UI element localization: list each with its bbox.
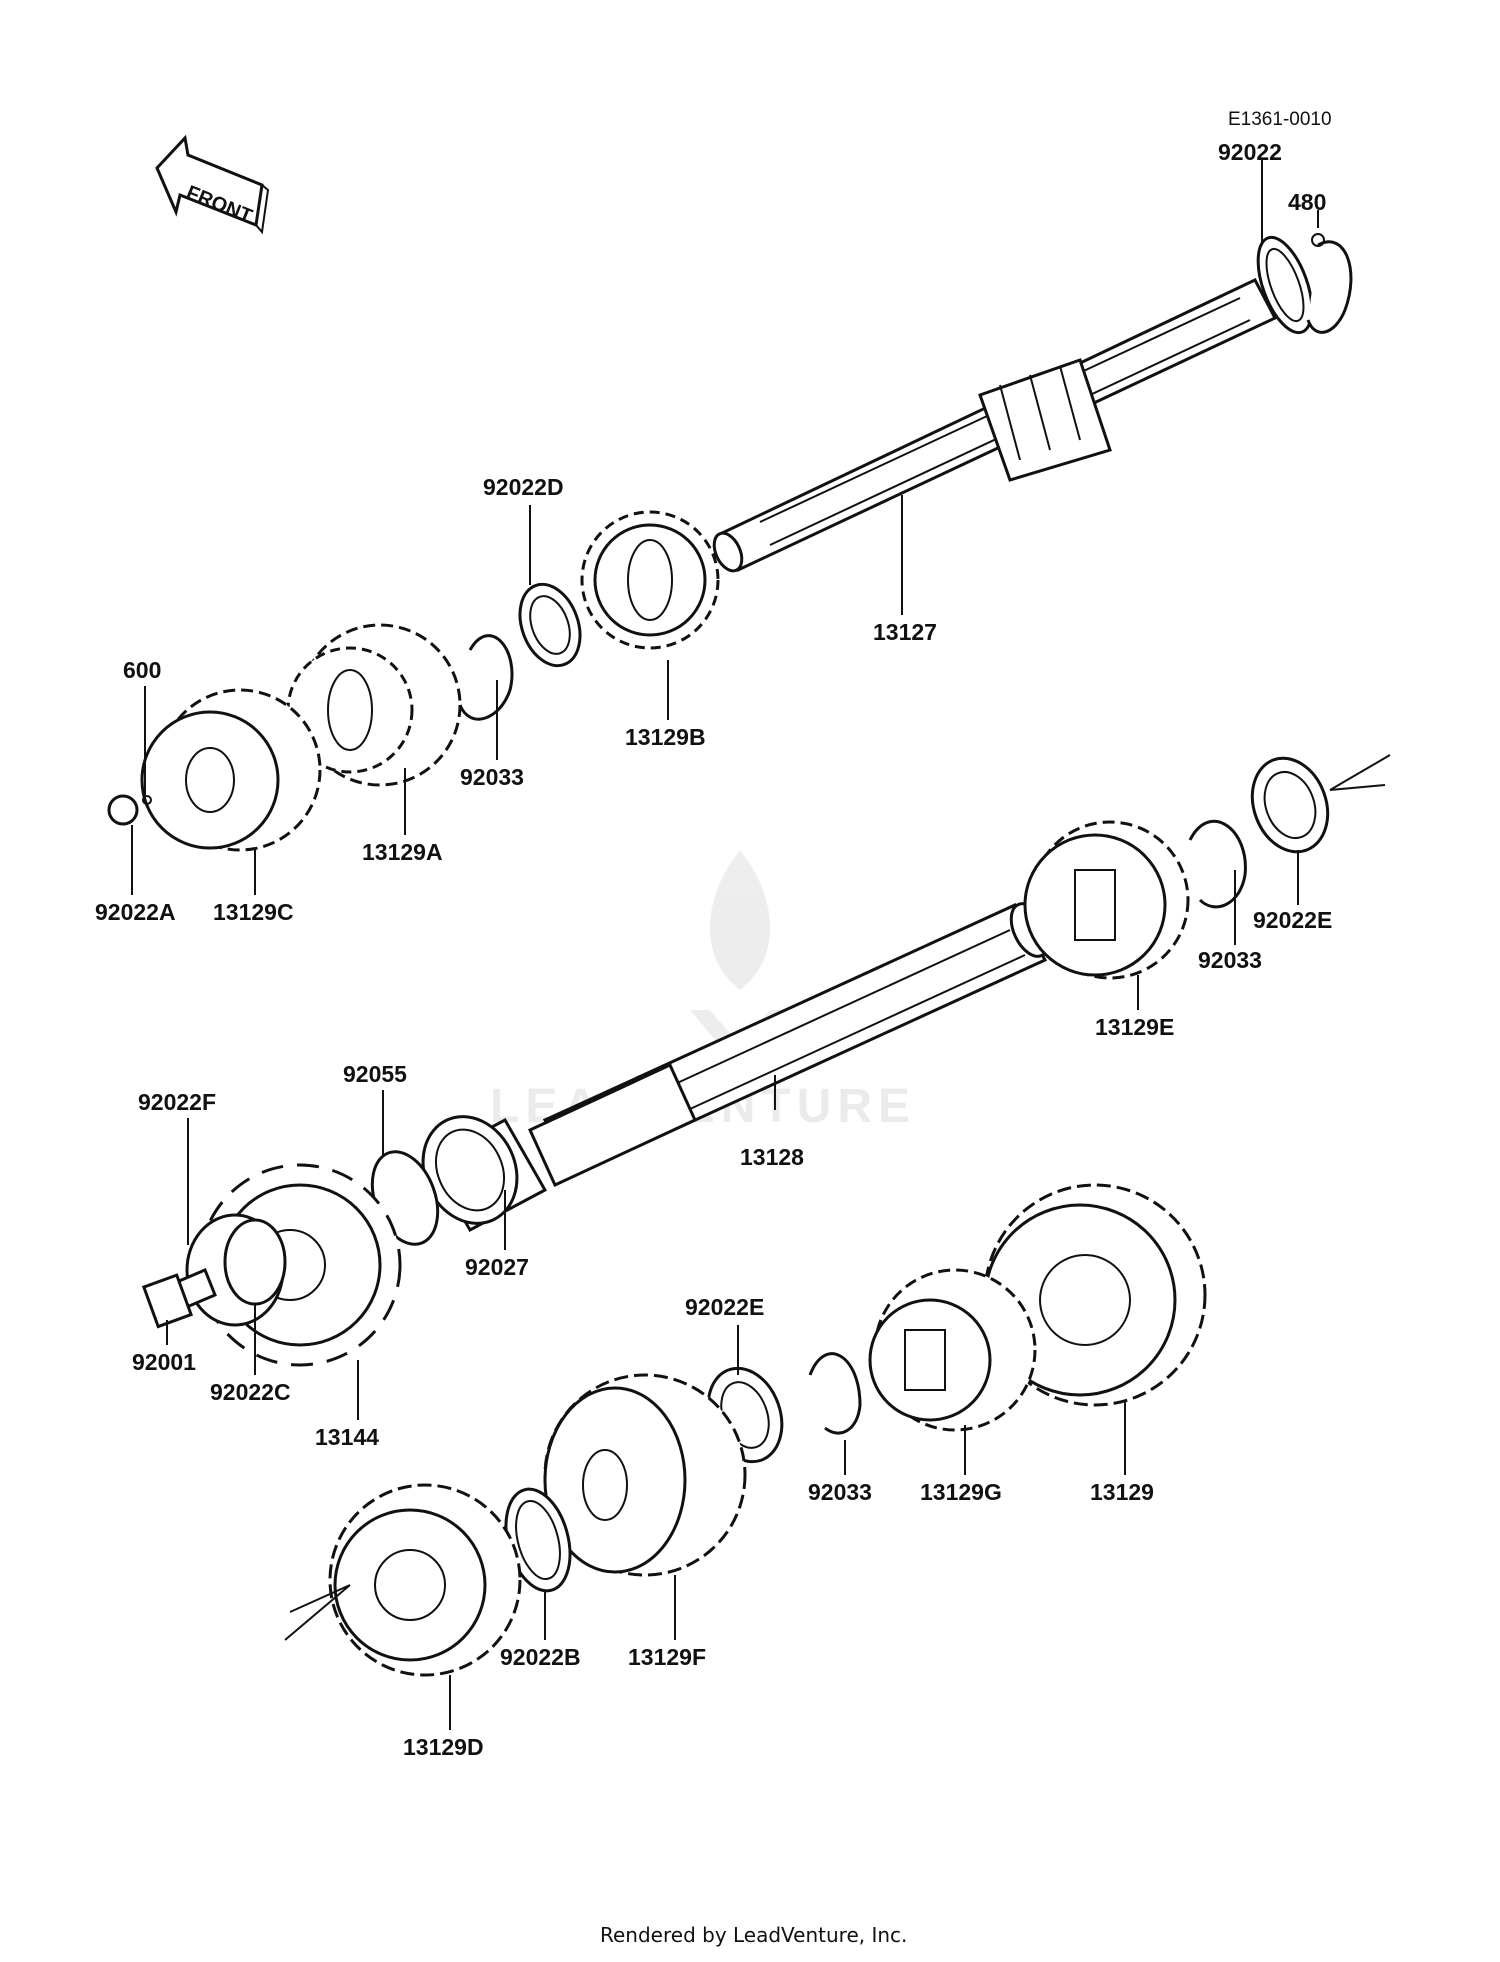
part-label: 92022D [483, 474, 564, 500]
circlip-92033-lower [808, 1352, 862, 1435]
bolt-92001 [141, 1268, 217, 1329]
part-label: 92022B [500, 1644, 581, 1670]
part-label: 92022E [685, 1294, 764, 1320]
washer-92022 [1256, 235, 1314, 335]
part-labels: 92022 480 92022D 13127 600 92033 13129B … [95, 139, 1332, 1760]
part-label: 13129E [1095, 1014, 1174, 1040]
main-shaft-13127 [712, 278, 1278, 573]
part-label: 92022E [1253, 907, 1332, 933]
leader-lines [131, 160, 1319, 1730]
part-label: 13144 [315, 1424, 379, 1450]
circlip-92033-right [1188, 819, 1247, 909]
part-label: 92001 [132, 1349, 196, 1375]
part-label: 13129A [362, 839, 443, 865]
gear-13129A [286, 623, 462, 787]
alignment-arrow-right [1329, 754, 1391, 791]
part-label: 92033 [1198, 947, 1262, 973]
gear-13129G [868, 1268, 1037, 1432]
part-label: 13129C [213, 899, 294, 925]
part-label: 92027 [465, 1254, 529, 1280]
part-label: 13129D [403, 1734, 484, 1760]
part-label: 13127 [873, 619, 937, 645]
part-label: 600 [123, 657, 161, 683]
part-label: 13129 [1090, 1479, 1154, 1505]
part-label: 92022 [1218, 139, 1282, 165]
part-label: 13129G [920, 1479, 1002, 1505]
collar-92027 [421, 1115, 548, 1233]
counter-shaft-13128 [528, 902, 1051, 1187]
part-label: 13128 [740, 1144, 804, 1170]
part-label: 92022A [95, 899, 176, 925]
washer-92022C [223, 1218, 287, 1306]
washer-92022B [504, 1487, 572, 1593]
washer-92022E-right [1250, 756, 1330, 854]
gear-13129F [543, 1373, 747, 1577]
washer-92022D [518, 582, 582, 668]
gear-13129C [140, 688, 322, 852]
part-label: 92022F [138, 1089, 216, 1115]
gear-13129D [328, 1483, 522, 1677]
circlip-92033-upper [458, 634, 514, 721]
gear-13129B [580, 510, 720, 650]
part-label: 480 [1288, 189, 1326, 215]
washer-92022A [107, 794, 152, 826]
alignment-arrow-left [284, 1584, 351, 1641]
part-label: 92033 [460, 764, 524, 790]
gear-13129E [1023, 820, 1190, 980]
part-label: 92022C [210, 1379, 291, 1405]
diagram-code: E1361-0010 [1228, 109, 1332, 130]
footer-credit: Rendered by LeadVenture, Inc. [600, 1923, 907, 1947]
part-label: 92055 [343, 1061, 407, 1087]
part-label: 13129F [628, 1644, 706, 1670]
part-label: 92033 [808, 1479, 872, 1505]
part-label: 13129B [625, 724, 706, 750]
circlip-480 [1306, 233, 1353, 334]
front-arrow: FRONT [155, 134, 270, 235]
